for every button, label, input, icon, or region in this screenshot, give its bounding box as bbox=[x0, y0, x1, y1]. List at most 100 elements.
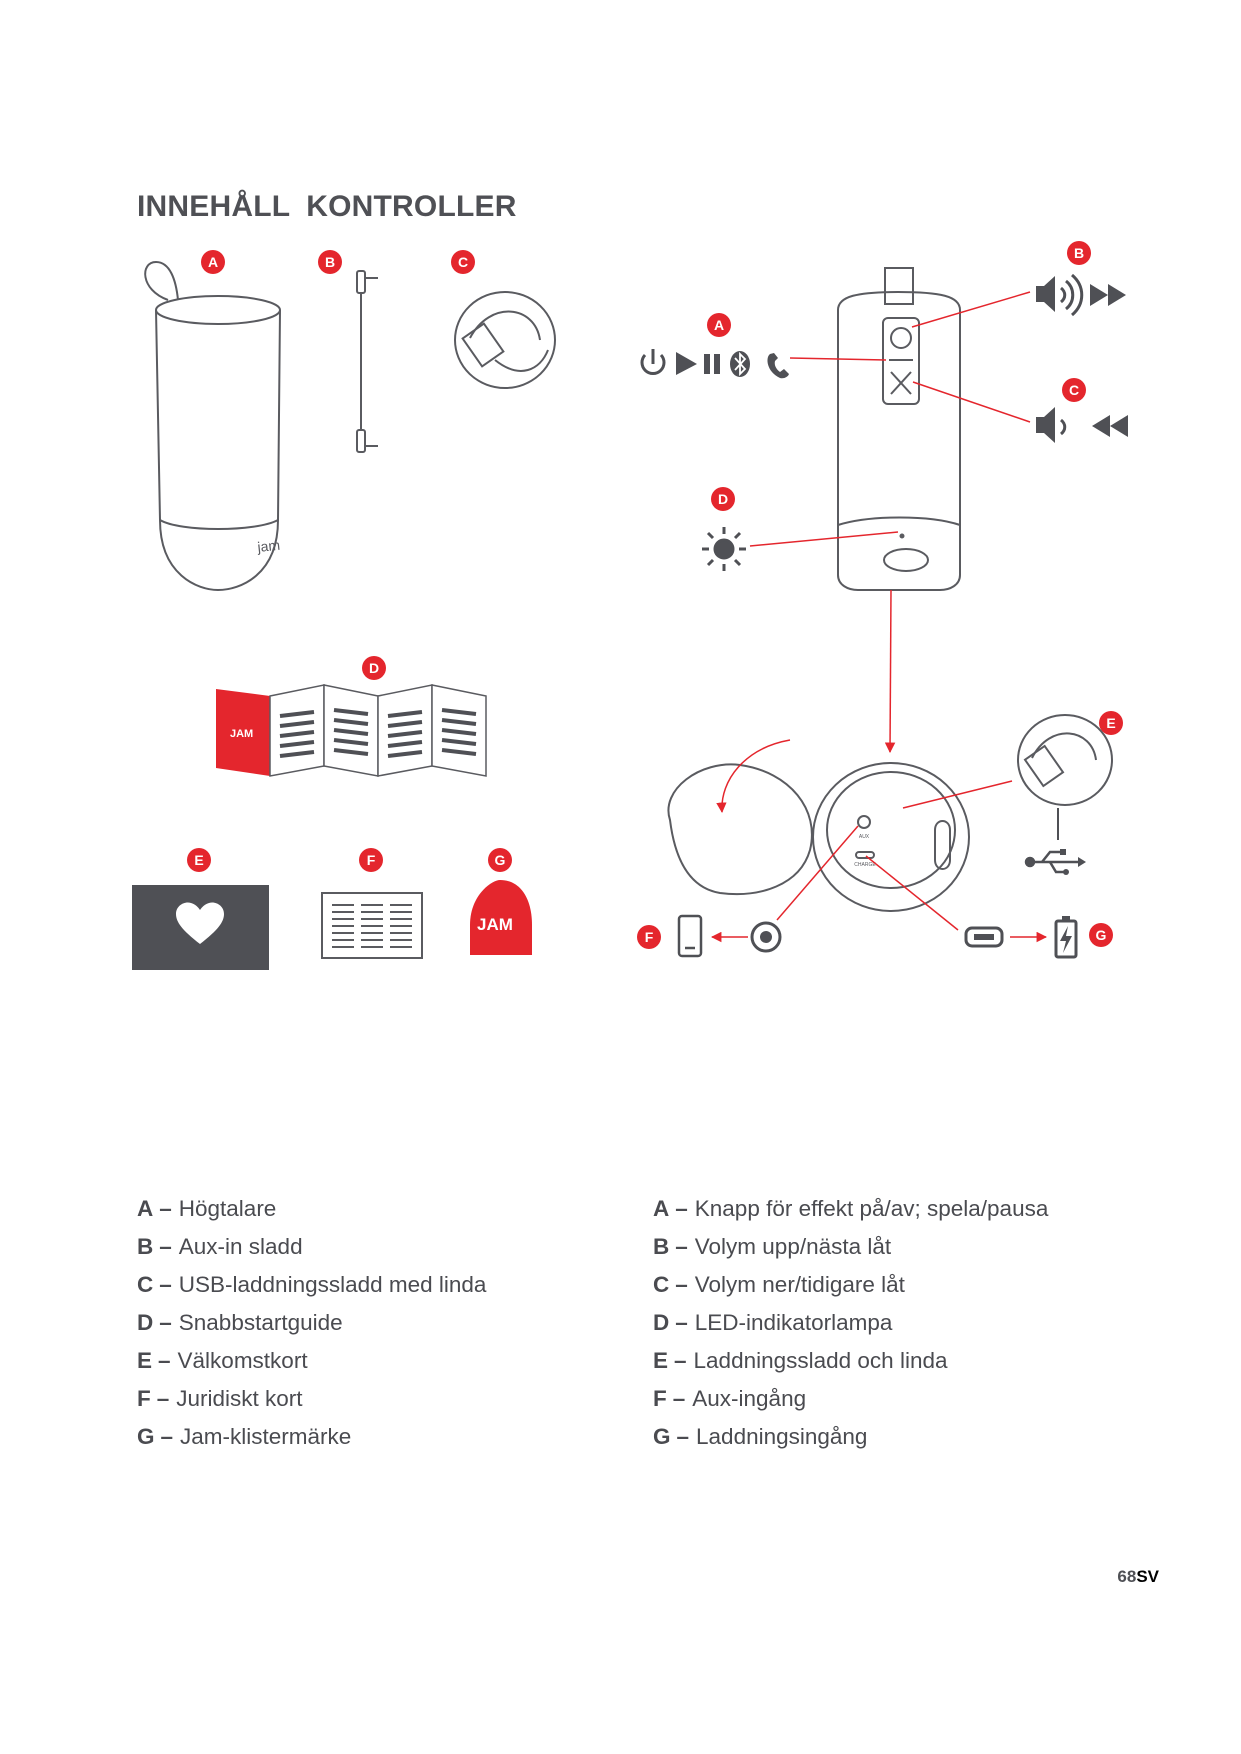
legend-item: G–Laddningsingång bbox=[653, 1424, 868, 1449]
page-number-value: 68 bbox=[1117, 1567, 1137, 1586]
aux-jack-icon bbox=[750, 921, 782, 953]
welcome-card-illustration bbox=[132, 885, 269, 970]
base-cover bbox=[667, 763, 813, 895]
legend-key: G bbox=[653, 1424, 671, 1449]
svg-text:B: B bbox=[1074, 245, 1084, 261]
battery-charging-icon bbox=[1054, 916, 1078, 959]
legend-text: Aux-ingång bbox=[692, 1386, 807, 1411]
legend-text: Juridiskt kort bbox=[176, 1386, 303, 1411]
legend-key: B bbox=[653, 1234, 670, 1259]
legend-key: C bbox=[653, 1272, 670, 1297]
svg-text:D: D bbox=[369, 660, 379, 676]
volume-down-icon bbox=[1036, 407, 1067, 443]
svg-text:F: F bbox=[645, 929, 654, 945]
manual-illustration: jam JAM bbox=[132, 241, 1128, 970]
legend-text: Jam-klistermärke bbox=[180, 1424, 352, 1449]
aux-cable-illustration bbox=[356, 270, 378, 453]
svg-text:jam: jam bbox=[256, 537, 281, 555]
page-title: INNEHÅLL KONTROLLER bbox=[137, 190, 533, 224]
marker-contents-e: E bbox=[187, 848, 211, 872]
svg-text:B: B bbox=[325, 254, 335, 270]
marker-contents-b: B bbox=[318, 250, 342, 274]
legend-key: D bbox=[653, 1310, 670, 1335]
marker-controls-e: E bbox=[1099, 711, 1123, 735]
title-controls: KONTROLLER bbox=[306, 190, 517, 223]
aux-port-label: AUX bbox=[859, 834, 870, 840]
title-contents: INNEHÅLL bbox=[137, 190, 291, 223]
legend-key: C bbox=[137, 1272, 154, 1297]
legend-item: E–Välkomstkort bbox=[137, 1348, 308, 1373]
legend-key: A bbox=[137, 1196, 154, 1221]
marker-controls-d: D bbox=[711, 487, 735, 511]
speaker-illustration: jam bbox=[144, 260, 281, 592]
volume-down-previous-icons bbox=[1036, 407, 1128, 443]
svg-text:F: F bbox=[367, 852, 376, 868]
legend-key: G bbox=[137, 1424, 155, 1449]
power-icon bbox=[640, 349, 666, 375]
legend-text: Knapp för effekt på/av; spela/pausa bbox=[694, 1196, 1049, 1221]
quick-start-guide-illustration: JAM bbox=[216, 684, 487, 777]
legend-item: C–Volym ner/tidigare låt bbox=[653, 1272, 905, 1297]
svg-text:A: A bbox=[714, 317, 724, 333]
legend-item: A–Högtalare bbox=[137, 1196, 277, 1221]
marker-contents-g: G bbox=[488, 848, 512, 872]
controls-legend: A–Knapp för effekt på/av; spela/pausa B–… bbox=[653, 1190, 1048, 1456]
svg-text:C: C bbox=[1069, 382, 1079, 398]
legend-text: USB-laddningssladd med linda bbox=[178, 1272, 487, 1297]
legend-item: B–Aux-in sladd bbox=[137, 1234, 303, 1259]
svg-text:E: E bbox=[194, 852, 203, 868]
marker-controls-c: C bbox=[1062, 378, 1086, 402]
previous-track-icon bbox=[1092, 415, 1128, 437]
play-icon bbox=[676, 352, 697, 375]
speaker-base-view: AUX CHARGE bbox=[667, 762, 970, 912]
charge-port-label: CHARGE bbox=[854, 862, 876, 868]
legend-item: C–USB-laddningssladd med linda bbox=[137, 1272, 487, 1297]
marker-contents-c: C bbox=[451, 250, 475, 274]
legend-text: Volym ner/tidigare låt bbox=[694, 1272, 905, 1297]
next-track-icon bbox=[1090, 284, 1126, 306]
legend-text: Snabbstartguide bbox=[178, 1310, 343, 1335]
legend-key: B bbox=[137, 1234, 154, 1259]
svg-text:C: C bbox=[458, 254, 468, 270]
phone-icon bbox=[767, 353, 789, 379]
guide-jam-logo: JAM bbox=[230, 728, 253, 740]
legend-item: E–Laddningssladd och linda bbox=[653, 1348, 948, 1373]
contents-legend: A–Högtalare B–Aux-in sladd C–USB-laddnin… bbox=[137, 1190, 486, 1456]
legend-text: Högtalare bbox=[178, 1196, 277, 1221]
legend-key: D bbox=[137, 1310, 154, 1335]
page-language: SV bbox=[1136, 1567, 1159, 1586]
charging-cable-coil-illustration bbox=[1017, 714, 1113, 840]
marker-controls-g: G bbox=[1089, 923, 1113, 947]
usb-icon bbox=[1024, 849, 1086, 875]
heart-icon bbox=[176, 902, 224, 944]
svg-text:A: A bbox=[208, 254, 218, 270]
legend-key: E bbox=[137, 1348, 153, 1373]
volume-up-button bbox=[890, 327, 912, 349]
marker-controls-f: F bbox=[637, 925, 661, 949]
led-indicator-icon bbox=[702, 527, 746, 571]
marker-contents-a: A bbox=[201, 250, 225, 274]
volume-up-next-icons bbox=[1036, 273, 1126, 317]
svg-text:G: G bbox=[1096, 927, 1107, 943]
legend-item: F–Juridiskt kort bbox=[137, 1386, 303, 1411]
marker-controls-b: B bbox=[1067, 241, 1091, 265]
svg-text:D: D bbox=[718, 491, 728, 507]
sticker-jam-logo: JAM bbox=[477, 915, 513, 934]
legend-item: D–LED-indikatorlampa bbox=[653, 1310, 893, 1335]
marker-controls-a: A bbox=[707, 313, 731, 337]
legend-key: E bbox=[653, 1348, 669, 1373]
legend-text: Aux-in sladd bbox=[178, 1234, 303, 1259]
legend-item: D–Snabbstartguide bbox=[137, 1310, 343, 1335]
legend-item: B–Volym upp/nästa låt bbox=[653, 1234, 892, 1259]
legal-card-illustration bbox=[321, 892, 423, 959]
power-play-icons bbox=[640, 349, 789, 379]
marker-contents-f: F bbox=[359, 848, 383, 872]
speaker-controls-view bbox=[837, 267, 961, 591]
marker-contents-d: D bbox=[362, 656, 386, 680]
legend-item: F–Aux-ingång bbox=[653, 1386, 807, 1411]
legend-text: Volym upp/nästa låt bbox=[694, 1234, 892, 1259]
phone-icon-aux bbox=[677, 914, 703, 958]
jam-sticker-illustration: JAM bbox=[470, 880, 532, 955]
legend-key: A bbox=[653, 1196, 670, 1221]
legend-key: F bbox=[653, 1386, 667, 1411]
